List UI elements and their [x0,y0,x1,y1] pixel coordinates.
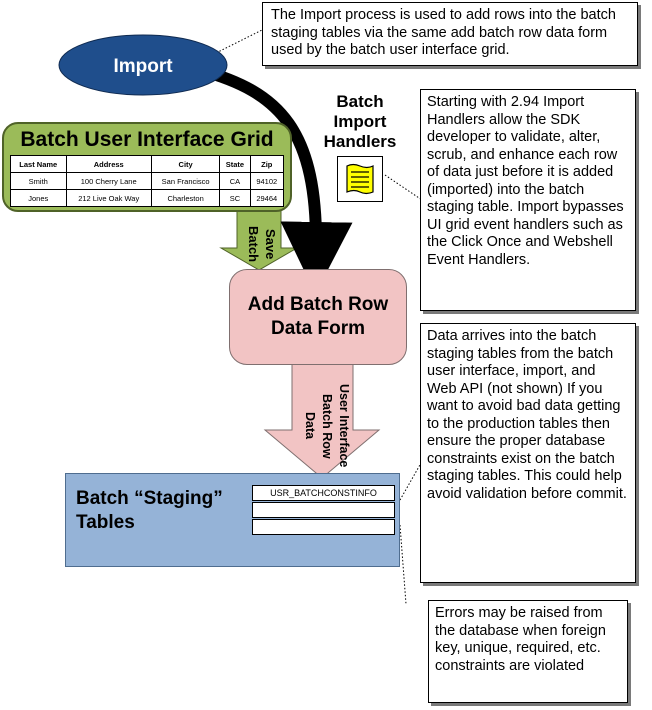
grid-cell: Charleston [150,189,221,207]
handlers-label-line: Batch [336,92,384,111]
grid-cell: 94102 [249,172,285,190]
save-batch-label: Save Batch [237,212,279,276]
staging-table-row [252,519,395,535]
import-note: The Import process is used to add rows i… [262,2,638,66]
grid-table: Last Name Address City State Zip Smith 1… [10,155,285,207]
import-label: Import [113,56,173,77]
errors-note: Errors may be raised from the database w… [428,600,628,703]
batch-ui-grid: Batch User Interface Grid Last Name Addr… [2,122,292,212]
errors-callout-line [399,524,407,605]
grid-column-header: State [219,155,251,173]
grid-header-row: Last Name Address City State Zip [10,155,285,173]
ui-data-label-line: User Interface [337,384,351,468]
handlers-label-line: Import [333,112,387,131]
save-batch-label-line: Save [263,228,278,260]
handlers-label: Batch Import Handlers [314,92,406,152]
ui-data-label: User Interface Batch Row Data [292,366,352,486]
staging-title-line: Batch “Staging” [76,488,223,509]
grid-cell: SC [219,189,251,207]
grid-cell: Jones [10,189,67,207]
grid-cell: Smith [10,172,67,190]
grid-cell: 100 Cherry Lane [65,172,152,190]
add-batch-row-form: Add Batch Row Data Form [229,269,407,365]
staging-table-row [252,502,395,518]
import-arrow [198,64,353,294]
staging-title: Batch “Staging” Tables [76,487,256,535]
grid-cell: 212 Live Oak Way [65,189,152,207]
grid-title: Batch User Interface Grid [20,128,274,151]
handlers-callout-line [384,174,423,201]
handler-icon-frame [337,156,383,202]
grid-cell: CA [219,172,251,190]
save-batch-label-line: Batch [246,225,261,263]
grid-cell: San Francisco [150,172,221,190]
import-callout-line [209,29,263,57]
ui-data-label-line: Batch Row [320,393,334,459]
handlers-note: Starting with 2.94 Import Handlers allow… [420,89,636,311]
batch-staging-tables: Batch “Staging” Tables USR_BATCHCONSTINF… [65,473,400,567]
table-row: Jones 212 Live Oak Way Charleston SC 294… [10,189,285,207]
grid-cell: 29464 [249,189,285,207]
ui-data-arrow [263,362,381,479]
ui-data-label-line: Data [303,412,317,440]
staging-note: Data arrives into the batch staging tabl… [420,323,636,583]
import-ellipse [58,34,228,96]
grid-column-header: Zip [249,155,285,173]
save-batch-arrow [219,207,299,271]
grid-column-header: Last Name [10,155,67,173]
handlers-label-line: Handlers [323,132,397,151]
staging-title-line: Tables [76,512,135,533]
scroll-icon [346,163,374,195]
grid-column-header: City [150,155,221,173]
staging-table-row: USR_BATCHCONSTINFO [252,485,395,501]
table-row: Smith 100 Cherry Lane San Francisco CA 9… [10,172,285,190]
grid-column-header: Address [65,155,152,173]
